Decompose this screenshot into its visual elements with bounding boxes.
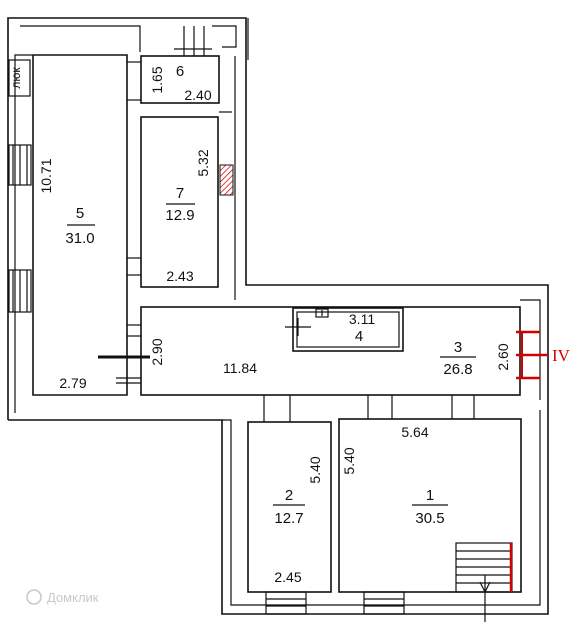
room-5: 5 31.0 10.71 2.79 — [32, 54, 128, 396]
dimension-label: 2.45 — [274, 569, 301, 585]
entrance-label: IV — [552, 346, 571, 365]
dimension-label: 11.84 — [223, 360, 257, 376]
window — [8, 269, 32, 313]
watermark: Домклик — [26, 589, 99, 605]
dimension-label: 2.43 — [166, 268, 193, 284]
dimension-label: 2.60 — [495, 343, 511, 370]
dimension-label: 1.65 — [149, 66, 165, 93]
room-area: 30.5 — [415, 510, 444, 527]
window — [8, 144, 32, 186]
hatch-label: люк — [9, 67, 23, 89]
room-6: 6 1.65 2.40 — [140, 55, 220, 104]
window — [174, 26, 212, 56]
door-openings — [98, 61, 475, 422]
room-area: 12.9 — [165, 207, 194, 224]
room-4: 3.11 4 — [285, 307, 404, 352]
dimension-label: 3.11 — [349, 311, 375, 327]
dimension-label: 5.64 — [401, 424, 428, 440]
staircase — [455, 542, 513, 622]
room-1: 1 30.5 5.64 5.40 — [338, 418, 522, 593]
room-number: 4 — [355, 328, 363, 345]
room-area: 26.8 — [443, 361, 472, 378]
room-3: 3 26.8 11.84 2.90 2.60 — [140, 306, 521, 396]
room-number: 5 — [76, 205, 84, 222]
dimension-label: 5.40 — [341, 447, 357, 474]
watermark-text: Домклик — [47, 590, 99, 605]
dimension-label: 10.71 — [38, 158, 54, 193]
room-area: 12.7 — [274, 510, 303, 527]
window — [363, 591, 405, 615]
hatch: люк — [8, 59, 31, 97]
outer-wall — [7, 17, 549, 615]
window — [265, 591, 307, 615]
entrance-marker: IV — [516, 330, 571, 380]
dimension-label: 5.40 — [307, 456, 323, 483]
room-area: 31.0 — [65, 230, 94, 247]
dimension-label: 2.40 — [184, 87, 211, 103]
room-number: 2 — [285, 487, 293, 504]
room-2: 2 12.7 5.40 2.45 — [247, 421, 332, 593]
room-number: 6 — [176, 63, 184, 80]
room-number: 1 — [426, 487, 434, 504]
dimension-label: 2.90 — [149, 338, 165, 365]
room-number: 3 — [454, 339, 462, 356]
dimension-label: 5.32 — [195, 149, 211, 176]
dimension-label: 2.79 — [59, 375, 86, 391]
room-7: 7 12.9 5.32 2.43 — [140, 116, 219, 288]
hatched-block — [219, 164, 234, 196]
room-number: 7 — [176, 185, 184, 202]
